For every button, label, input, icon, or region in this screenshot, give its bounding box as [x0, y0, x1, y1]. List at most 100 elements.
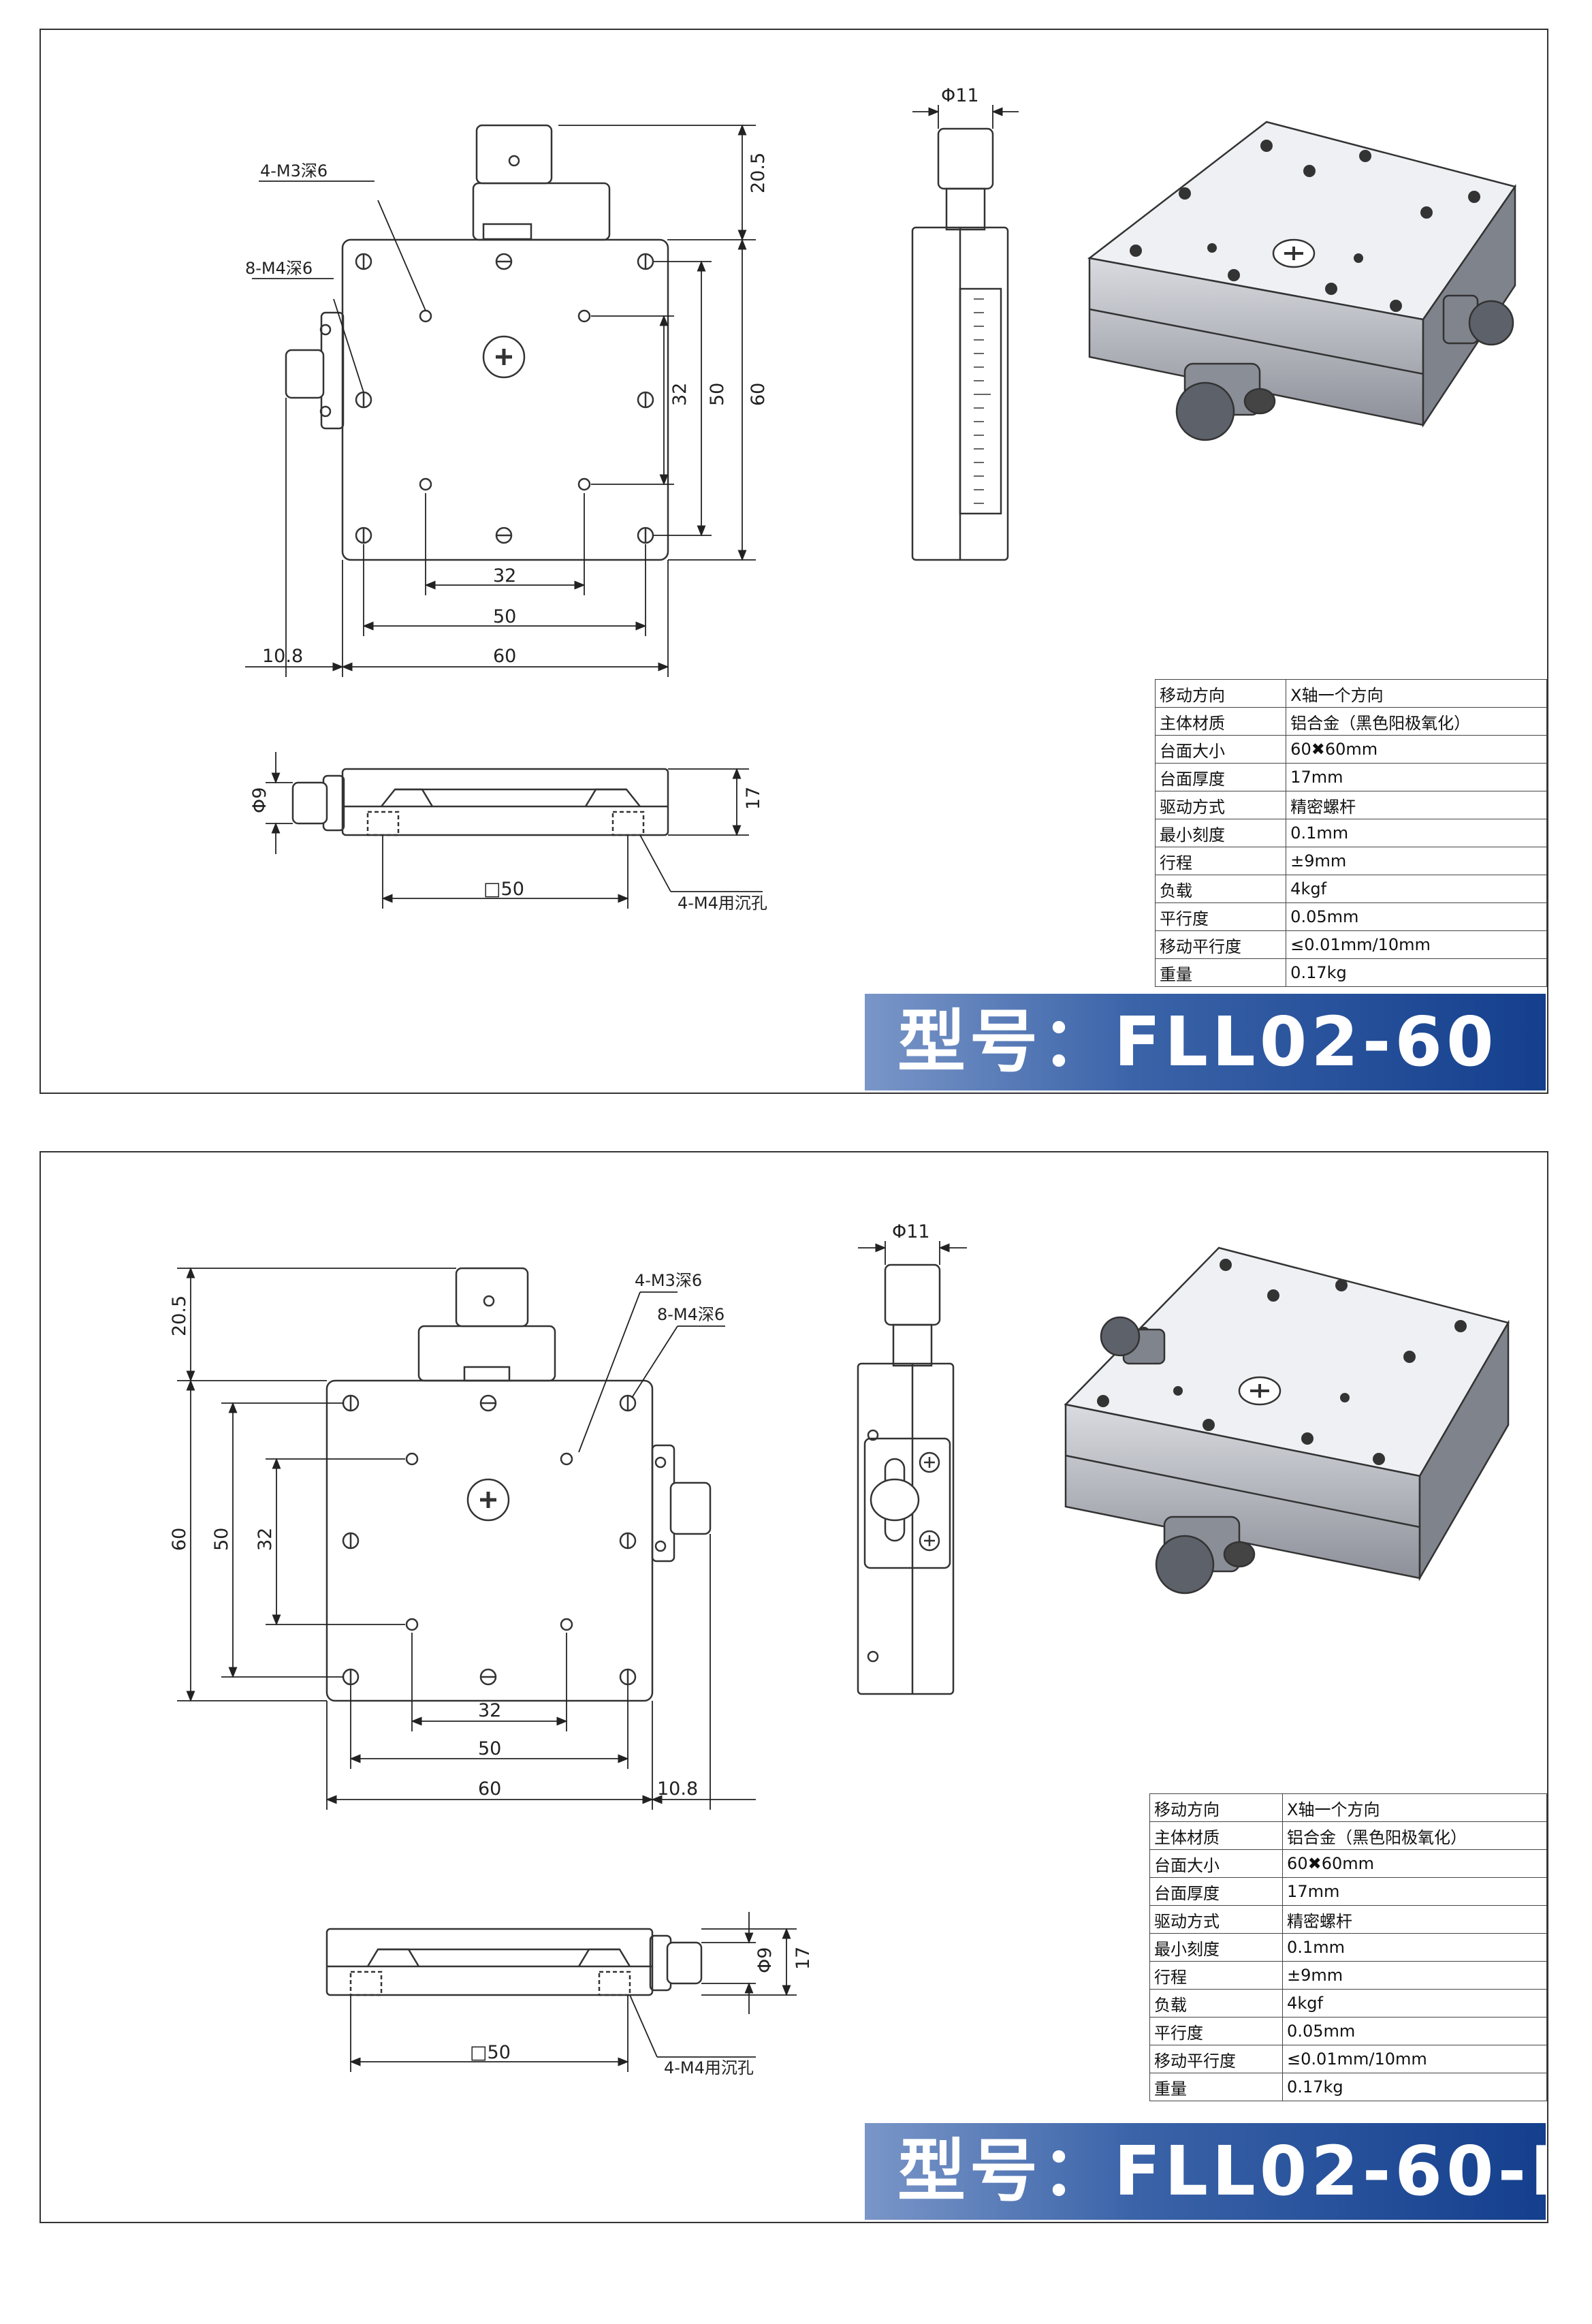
vernier-scale [959, 287, 1002, 515]
top-view-dimensions [177, 1267, 756, 1810]
spec-key: 移动平行度 [1149, 2045, 1284, 2073]
stage-front-body [341, 768, 669, 836]
spec-row: 移动平行度≤0.01mm/10mm [1154, 930, 1547, 959]
top-view [285, 124, 669, 561]
dim-height-60: 60 [169, 1528, 190, 1551]
spec-key: 台面大小 [1149, 1849, 1284, 1878]
spec-key: 平行度 [1149, 2017, 1284, 2045]
side-knob [669, 1481, 712, 1535]
dim-thickness: 17 [793, 1947, 814, 1970]
dim-height-50: 50 [211, 1528, 232, 1551]
spec-row: 行程±9mm [1149, 1961, 1547, 1990]
spec-value: 0.1mm [1286, 819, 1547, 847]
dim-width-50: 50 [493, 606, 516, 627]
spec-key: 负载 [1154, 875, 1287, 903]
spec-key: 台面厚度 [1149, 1877, 1284, 1906]
side-knob [285, 349, 325, 399]
front-view [291, 768, 669, 836]
iso-front-knob [1175, 381, 1235, 441]
spec-row: 驱动方式精密螺杆 [1154, 791, 1547, 819]
dim-width-50: 50 [478, 1738, 501, 1759]
label-tap-m3: 4-M3深6 [635, 1271, 702, 1290]
dim-width-60: 60 [478, 1778, 501, 1800]
model-banner: 型号：FLL02-60 [865, 994, 1546, 1090]
dim-height-50: 50 [707, 383, 728, 406]
spec-key: 主体材质 [1149, 1821, 1284, 1850]
center-screw [466, 1478, 510, 1522]
spec-key: 主体材质 [1154, 707, 1287, 736]
dim-width-32: 32 [478, 1700, 501, 1721]
spec-value: ≤0.01mm/10mm [1286, 930, 1547, 959]
model-title: 型号：FLL02-60 [897, 1002, 1498, 1082]
stage-front-body [325, 1928, 654, 1996]
dim-thickness: 17 [743, 787, 764, 810]
spec-value: 4kgf [1286, 875, 1547, 903]
spec-value: 17mm [1282, 1877, 1547, 1906]
spec-value: 0.1mm [1282, 1933, 1547, 1962]
spec-value: ≤0.01mm/10mm [1282, 2045, 1547, 2073]
spec-value: 0.05mm [1286, 902, 1547, 931]
model-banner: 型号：FLL02-60-R [865, 2123, 1546, 2220]
front-knob [666, 1941, 703, 1985]
iso-front-knob [1155, 1535, 1215, 1595]
spec-key: 最小刻度 [1149, 1933, 1284, 1962]
spec-value: 0.17kg [1286, 958, 1547, 987]
side-view-dimensions [912, 105, 1019, 129]
spec-value: ±9mm [1282, 1961, 1547, 1990]
spec-value: 精密螺杆 [1286, 791, 1547, 819]
iso-side-knob [1100, 1316, 1141, 1357]
drawing-sheet-fll02-60: 20.5 60 50 32 32 50 60 10.8 4-M3深6 8-M4深… [39, 29, 1548, 1094]
lead-screw-housing [472, 182, 611, 241]
isometric-view [1064, 1246, 1510, 1595]
spec-key: 行程 [1154, 847, 1287, 875]
spec-key: 驱动方式 [1149, 1905, 1284, 1934]
dim-base-square: □50 [470, 2042, 511, 2063]
spec-value: 60✖60mm [1282, 1849, 1547, 1878]
front-view-dimensions [349, 1912, 797, 2072]
spec-key: 平行度 [1154, 902, 1287, 931]
spec-value: 铝合金（黑色阳极氧化） [1286, 707, 1547, 736]
label-counterbore: 4-M4用沉孔 [678, 894, 767, 913]
side-view [857, 1263, 955, 1695]
spec-value: 60✖60mm [1286, 735, 1547, 764]
m3-holes [405, 1452, 573, 1631]
spec-value: ±9mm [1286, 847, 1547, 875]
spec-key: 驱动方式 [1154, 791, 1287, 819]
dim-front-knob-dia: Φ9 [249, 787, 270, 813]
dim-width-32: 32 [493, 565, 516, 586]
spec-value: 4kgf [1282, 1989, 1547, 2017]
dim-knob-diameter: Φ11 [892, 1221, 930, 1242]
label-counterbore: 4-M4用沉孔 [664, 2058, 754, 2077]
dim-height-60: 60 [748, 383, 769, 406]
stage-plate-top [341, 238, 669, 561]
front-view-dimensions [266, 752, 763, 909]
spec-row: 主体材质铝合金（黑色阳极氧化） [1149, 1821, 1547, 1850]
dim-width-60: 60 [493, 646, 516, 667]
knob-side [937, 127, 994, 190]
top-view [325, 1267, 712, 1702]
drawing-sheet-fll02-60-r: 20.5 60 50 32 32 50 60 10.8 4-M3深6 8-M4深… [39, 1151, 1548, 2223]
front-view [325, 1928, 703, 1996]
spec-value: X轴一个方向 [1286, 679, 1547, 708]
spec-key: 移动平行度 [1154, 930, 1287, 959]
spec-key: 移动方向 [1154, 679, 1287, 708]
spec-value: 0.17kg [1282, 2073, 1547, 2101]
spec-row: 移动平行度≤0.01mm/10mm [1149, 2045, 1547, 2073]
spec-value: 铝合金（黑色阳极氧化） [1282, 1821, 1547, 1850]
label-tap-m3: 4-M3深6 [260, 161, 328, 180]
spec-row: 驱动方式精密螺杆 [1149, 1905, 1547, 1934]
m4-holes [342, 1394, 637, 1686]
knob-side [884, 1263, 941, 1326]
spec-value: X轴一个方向 [1282, 1793, 1547, 1822]
front-knob [291, 781, 328, 825]
dim-knob-height: 20.5 [169, 1296, 190, 1336]
